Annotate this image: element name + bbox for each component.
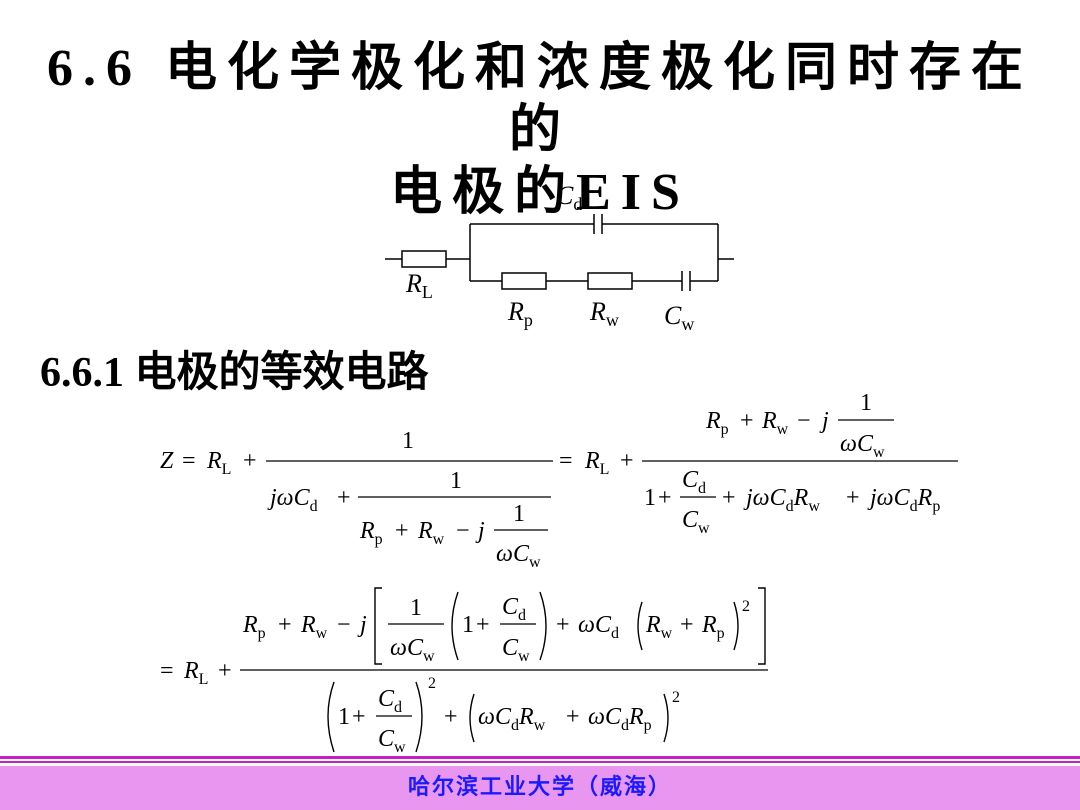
eq-rp-2: Rp [705,408,729,438]
eq-jwcdrw-1: jωCdRw [743,485,820,515]
eq-j-1: j [475,518,485,544]
eq-equals-2: = [559,448,573,474]
eq-minus-1: − [456,518,470,544]
eq-wcw-1: ωCw [496,541,541,571]
eq-exponent-1: 2 [742,598,750,615]
eq-plus-4: + [620,448,634,474]
eq-plus-7: + [722,485,736,511]
eq-rw-4: Rw [645,612,673,642]
eq-wcw-2: ωCw [840,431,885,461]
eq-cd-1: Cd [682,467,706,497]
cw-label: Cw [664,301,694,334]
eq-plus-14: + [352,704,366,730]
eq-paren-close-1 [539,591,547,661]
eq-wcw-3: ωCw [390,635,435,665]
eq-paren-open-2 [637,601,643,651]
eq-paren-close-3 [415,681,423,753]
eq-j-2: j [819,408,829,434]
eq-rl-2: RL [584,448,609,478]
eq-rp-4: Rp [701,612,725,642]
eq-paren-open-3 [327,681,335,753]
rp-resistor [501,272,547,290]
eq-plus-12: + [556,612,570,638]
footer-bar: 哈尔滨工业大学（威海） [0,766,1080,810]
eq-cd-3: Cd [378,686,402,716]
eq-plus-3: + [395,518,409,544]
impedance-equations: Z = RL + 1 jωCd + 1 Rp + Rw − j 1 ωCw = … [160,390,958,756]
eq-cw-2: Cw [502,635,530,665]
eq-z: Z [160,448,174,474]
eq-wcdrp-1: ωCdRp [588,704,652,734]
eq-plus-9: + [218,658,232,684]
eq-wcdrw-1: ωCdRw [478,704,546,734]
eq-plus-16: + [566,704,580,730]
footer-institution: 哈尔滨工业大学（威海） [407,775,672,800]
eq-rp-1: Rp [359,518,383,548]
eq-jwcdrp-1: jωCdRp [867,485,940,515]
eq-rl-1: RL [206,448,231,478]
eq-equals-3: = [160,658,174,684]
eq-plus-15: + [444,704,458,730]
section-subheading: 6.6.1 电极的等效电路 [40,350,429,396]
rl-label: RL [405,269,433,302]
eq-exponent-2: 2 [428,675,436,692]
eq-exponent-3: 2 [672,689,680,706]
footer-divider-top [0,756,1080,759]
eq-plus-6: + [658,485,672,511]
eq-plus-13: + [680,612,694,638]
eq-rw-1: Rw [417,518,445,548]
eq-j-3: j [357,612,367,638]
eq-plus-8: + [846,485,860,511]
eq-rw-3: Rw [300,612,328,642]
eq-one-8: 1 [338,704,350,730]
eq-cd-2: Cd [502,594,526,624]
eq-one-7: 1 [462,612,474,638]
eq-paren-close-4 [663,693,669,743]
eq-rw-2: Rw [761,408,789,438]
eq-one-4: 1 [860,390,872,416]
eq-one-6: 1 [410,595,422,621]
eq-plus-5: + [740,408,754,434]
eq-paren-open-4 [469,693,475,743]
eq-one-1: 1 [402,428,414,454]
eq-cw-1: Cw [682,507,710,537]
equivalent-circuit-diagram: Cd RL Rp Rw Cw [385,181,734,334]
eq-plus-10: + [278,612,292,638]
eq-minus-2: − [797,408,811,434]
eq-paren-open-1 [451,591,459,661]
cd-label: Cd [556,181,582,214]
eq-wcd-1: ωCd [578,612,619,642]
eq-right-bracket [758,587,766,665]
eq-left-bracket [374,587,382,665]
eq-rp-3: Rp [242,612,266,642]
eq-one-3: 1 [513,501,525,527]
eq-rl-3: RL [183,658,208,688]
eq-one-5: 1 [644,485,656,511]
title-line-1: 6.6 电化学极化和浓度极化同时存在的 [46,40,1033,159]
eq-one-2: 1 [450,468,462,494]
eq-plus-2: + [337,485,351,511]
eq-paren-close-2 [733,601,739,651]
eq-cw-3: Cw [378,726,406,756]
eq-plus-11: + [476,612,490,638]
footer-divider-bottom [0,761,1080,763]
rw-label: Rw [589,297,619,330]
rl-resistor [401,250,447,268]
eq-minus-3: − [337,612,351,638]
rp-label: Rp [507,297,533,330]
slide-title: 6.6 电化学极化和浓度极化同时存在的 电极的EIS [40,38,1040,224]
rw-resistor [587,272,633,290]
title-line-2: 电极的EIS [390,164,690,221]
eq-equals-1: = [182,448,196,474]
eq-plus-1: + [243,448,257,474]
eq-jwcd-1: jωCd [267,485,318,515]
